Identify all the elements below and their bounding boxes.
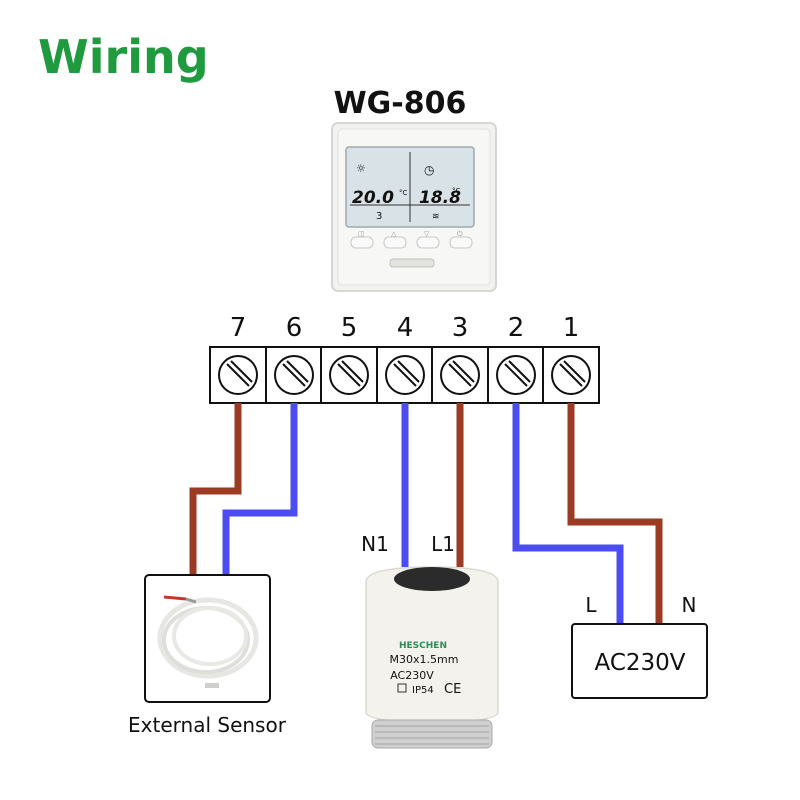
- power-n-label: N: [682, 593, 697, 617]
- right-unit: °C: [452, 187, 461, 195]
- left-temp: 20.0: [352, 188, 394, 208]
- terminal-number: 6: [286, 313, 303, 343]
- clock-icon: ◷: [424, 163, 435, 177]
- actuator: N1 L1 HESCHEN M30x1.5mm AC230V IP54 CE: [361, 532, 499, 749]
- wire-7-brown: [189, 403, 242, 575]
- right-temp: 18.8: [419, 188, 461, 208]
- down-button[interactable]: [416, 236, 440, 249]
- wire-2-blue: [512, 403, 624, 624]
- model-label: WG-806: [333, 86, 467, 121]
- wire-6-blue: [222, 403, 298, 575]
- heat-icon: ≋: [432, 212, 440, 222]
- power-button[interactable]: [449, 236, 473, 249]
- actuator-thread: M30x1.5mm: [390, 653, 459, 666]
- svg-text:▽: ▽: [424, 230, 430, 238]
- svg-text:◫: ◫: [358, 230, 365, 238]
- up-button[interactable]: [383, 236, 407, 249]
- terminal-number: 1: [563, 313, 580, 343]
- svg-text:△: △: [391, 230, 397, 238]
- sun-icon: ☼: [356, 162, 366, 175]
- wire-1-brown: [567, 403, 663, 624]
- thermostat-device: ☼ ◷ 20.0 °C 3 18.8 °C ≋ ◫ △ ▽ ⏻: [331, 122, 497, 292]
- terminal-number: 3: [452, 313, 469, 343]
- actuator-brand: HESCHEN: [399, 641, 447, 651]
- page-title: Wiring: [38, 30, 209, 84]
- terminal-labels: 7 6 5 4 3 2 1: [230, 313, 580, 343]
- vent-slot: [389, 258, 435, 268]
- sensor-caption: External Sensor: [128, 713, 287, 737]
- left-unit: °C: [399, 189, 408, 197]
- terminal-number: 5: [341, 313, 358, 343]
- actuator-n1-label: N1: [361, 532, 389, 556]
- external-sensor: [144, 574, 271, 703]
- terminal-number: 2: [508, 313, 525, 343]
- actuator-ce: CE: [444, 682, 461, 697]
- actuator-rating: IP54: [412, 685, 434, 696]
- menu-button[interactable]: [350, 236, 374, 249]
- power-l-label: L: [585, 593, 597, 617]
- terminal-block: [209, 346, 600, 404]
- terminal-number: 4: [397, 313, 414, 343]
- actuator-l1-label: L1: [431, 532, 455, 556]
- svg-text:⏻: ⏻: [457, 230, 463, 238]
- power-supply: L N AC230V: [571, 593, 708, 699]
- actuator-voltage: AC230V: [390, 669, 434, 682]
- left-sub: 3: [376, 211, 382, 222]
- terminal-number: 7: [230, 313, 247, 343]
- power-box-label: AC230V: [594, 650, 685, 676]
